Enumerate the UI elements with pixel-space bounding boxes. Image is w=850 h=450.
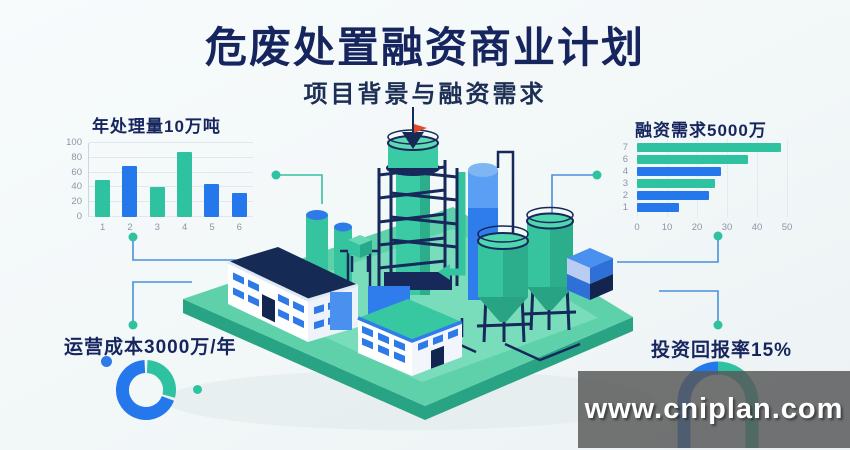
y-tick-label: 1 (622, 202, 628, 213)
donut-slice-blue (115, 360, 174, 420)
y-tick-label: 3 (622, 178, 628, 189)
throughput-plot: 0 20 40 60 80 100 1 2 3 4 5 6 (66, 137, 253, 233)
bar-1 (637, 203, 679, 212)
operating-cost-donut (100, 344, 192, 436)
connector-dot (128, 232, 138, 242)
y-tick-label: 0 (76, 211, 82, 222)
connector-top-left (276, 174, 323, 204)
office-building (357, 299, 463, 377)
gridline (89, 186, 253, 188)
roi-label: 投资回报率15% (651, 340, 793, 361)
y-tick-label: 6 (622, 154, 628, 165)
gridline (89, 156, 253, 158)
connector-dot (271, 170, 281, 180)
watermark-text: www.cniplan.com (584, 393, 844, 425)
connector-mid-left-b (132, 281, 192, 322)
gridline (757, 139, 758, 217)
donut-slice-teal (146, 360, 176, 398)
bar-slot: 5 (204, 143, 220, 233)
x-tick-label: 40 (751, 222, 763, 233)
bar-slot: 4 (177, 143, 193, 233)
connector-mid-right-b (659, 290, 719, 322)
y-tick-label: 40 (71, 181, 82, 193)
storage-silos (476, 206, 577, 343)
watermark-band: www.cniplan.com (578, 371, 850, 448)
y-tick-label: 2 (622, 190, 628, 201)
bar-2 (122, 165, 138, 217)
connector-top-right (551, 174, 597, 228)
x-tick-label: 6 (236, 222, 242, 233)
bar-2 (637, 191, 709, 200)
red-flag (414, 124, 427, 133)
y-tick-label: 100 (66, 137, 82, 148)
connector-mid-right-a (617, 238, 719, 263)
connector-dot (713, 320, 723, 330)
small-tank-stand (348, 235, 372, 272)
bar-4 (637, 167, 721, 176)
gridline (89, 142, 253, 143)
y-tick-label: 20 (71, 196, 82, 208)
y-tick-label: 4 (622, 166, 628, 177)
page-title: 危废处置融资商业计划 (204, 24, 645, 71)
blue-cube-stack (567, 248, 613, 300)
x-tick-label: 0 (634, 222, 640, 233)
connector-dot (713, 231, 723, 241)
bar-3 (149, 186, 165, 217)
x-tick-label: 4 (181, 222, 188, 233)
x-tick-label: 3 (154, 222, 160, 233)
connector-dot (128, 320, 138, 330)
y-tick-label: 7 (622, 142, 628, 153)
bar-5 (204, 184, 220, 217)
x-tick-label: 50 (781, 222, 793, 233)
x-tick-label: 20 (691, 222, 703, 233)
gridline (697, 139, 698, 217)
x-tick-label: 5 (209, 222, 215, 233)
gridline (637, 139, 638, 217)
bar-6 (231, 192, 247, 217)
bar-slot: 3 (149, 143, 165, 233)
page-subtitle: 项目背景与融资需求 (303, 81, 547, 108)
connector-mid-left-a (132, 238, 236, 261)
bar-slot: 6 (231, 143, 247, 233)
gridline (89, 201, 253, 203)
gridline (667, 139, 668, 217)
bar-4 (177, 151, 193, 217)
process-tower (330, 107, 459, 330)
bar-slot: 2 (122, 143, 138, 233)
chart-title-financing: 融资需求5000万 (635, 121, 767, 140)
gridline (787, 139, 788, 217)
chart-annual-throughput: 年处理量10万吨 0 20 40 60 80 100 1 2 3 4 5 6 (58, 112, 273, 237)
gridline (89, 216, 253, 217)
x-tick-label: 1 (100, 222, 106, 233)
x-tick-label: 10 (661, 222, 673, 233)
chart-title-throughput: 年处理量10万吨 (92, 117, 221, 136)
bar-7 (637, 143, 781, 152)
decor-dot-blue (101, 356, 112, 367)
connector-dot (592, 170, 602, 180)
gridline (89, 171, 253, 173)
operating-cost-label: 运营成本3000万/年 (64, 337, 237, 358)
y-tick-label: 60 (71, 166, 82, 178)
bar-slot: 1 (95, 143, 111, 233)
x-tick-label: 2 (127, 222, 133, 233)
bar-6 (637, 155, 748, 164)
decor-dot-teal (193, 385, 202, 394)
x-tick-label: 30 (721, 222, 733, 233)
y-tick-label: 80 (71, 151, 82, 163)
bar-row: 1 2 3 4 5 6 (89, 143, 253, 233)
bar-1 (95, 180, 111, 217)
gridline (727, 139, 728, 217)
bar-3 (637, 179, 715, 188)
